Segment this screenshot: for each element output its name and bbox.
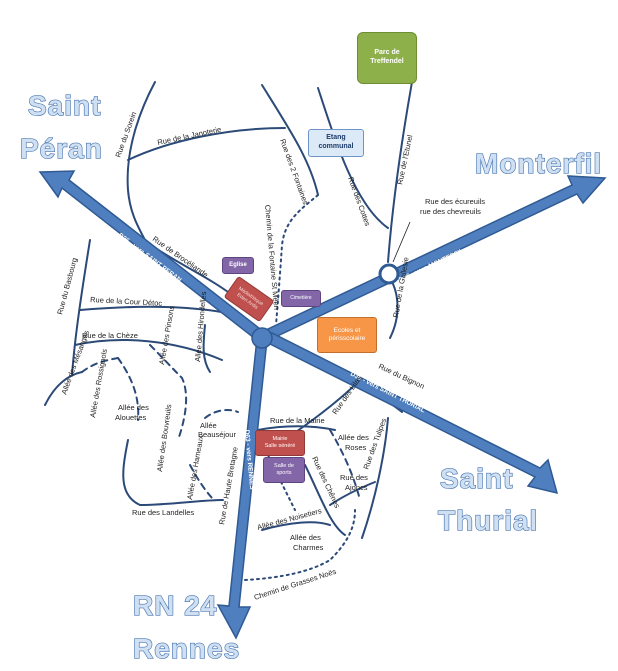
- city-saint-peran-line2: Péran: [20, 133, 103, 164]
- road-rue-cheze: [74, 339, 223, 361]
- etang-communal-label: Etang communal: [318, 134, 354, 150]
- street-allee-alouettes-line2: Alouettes: [115, 413, 147, 422]
- roundabout-center: [251, 327, 273, 349]
- street-rue-mairie: Rue de la Mairie: [270, 416, 325, 425]
- path-allee-hameaux: [189, 464, 213, 499]
- street-allee-rossignols: Allée des Rossignols: [88, 348, 109, 418]
- street-rue-2-fontaines: Rue des 2 Fontaines: [278, 138, 310, 206]
- street-rue-ajoncs-line1: Rue des: [340, 473, 368, 482]
- salle-sports-label: Salle de sports: [274, 463, 294, 476]
- road-allee-hirondelles: [202, 324, 211, 373]
- cimetiere-box: Cimetière: [281, 290, 321, 307]
- highways: [38, 170, 607, 640]
- street-allee-roses-line1: Allée des: [338, 433, 369, 442]
- roundabout-monterfil: [378, 263, 400, 285]
- street-allee-pinsons: Allée des Pinsons: [157, 305, 176, 366]
- path-allee-mesanges: [81, 357, 119, 373]
- salle-sports-box: Salle de sports: [263, 457, 305, 483]
- eglise-label: Eglise: [229, 261, 247, 268]
- street-rue-etunel: Rue de l'Etunel: [395, 134, 414, 186]
- city-rennes-line2: Rennes: [133, 633, 240, 664]
- city-saint-thurial-line2: Thurial: [438, 505, 538, 536]
- road-rue-ajoncs: [329, 481, 376, 506]
- ecoles-label: Ecoles et périsscolaire: [328, 326, 366, 342]
- street-allee-noisetiers: Allée des Noisetiers: [256, 506, 323, 532]
- street-allee-roses-line2: Roses: [345, 443, 367, 452]
- city-saint-thurial-line1: Saint: [440, 463, 513, 494]
- path-allee-pinsons: [149, 344, 188, 441]
- street-allee-charmes-line2: Charmes: [293, 543, 324, 552]
- street-ecureuils-line1: Rue des écureuils: [425, 197, 485, 206]
- path-allee-roses: [329, 429, 361, 501]
- path-east-link: [267, 454, 296, 511]
- ecoles-box: Ecoles et périsscolaire: [317, 317, 377, 353]
- path-allee-bouvreuils: [204, 409, 239, 419]
- street-rue-cottes: Rue des Cottes: [346, 176, 372, 228]
- road-rue-tulipes: [361, 417, 389, 539]
- road-rue-chenes: [304, 464, 346, 536]
- road-west-loop: [44, 371, 83, 406]
- road-allee-noisetiers: [261, 521, 331, 531]
- road-rue-etunel: [387, 81, 413, 263]
- city-monterfil: Monterfil: [475, 148, 602, 179]
- street-rue-basbourg: Rue du Basbourg: [55, 257, 79, 316]
- street-chemin-grasses-noes: Chemin de Grasses Noës: [253, 567, 338, 602]
- street-rue-cour-detoc: Rue de la Cour Détoc: [90, 295, 163, 308]
- street-rue-janoterie: Rue de la Janoterie: [157, 125, 222, 147]
- road-rue-cottes: [317, 87, 389, 229]
- ecureuils-pointer: [392, 221, 411, 263]
- road-rue-landelles: [122, 439, 224, 507]
- eglise-box: Eglise: [222, 257, 254, 274]
- path-allee-rossignols: [117, 357, 140, 421]
- street-rue-ajoncs-line2: Ajoncs: [345, 483, 368, 492]
- parc-treffendel-label: Parc de Treffendel: [370, 49, 404, 65]
- path-grasses-noes: [244, 509, 356, 581]
- city-saint-peran-line1: Saint: [28, 90, 101, 121]
- road-rue-janoterie: [127, 127, 286, 161]
- street-allee-beausejour-line1: Allée: [200, 421, 217, 430]
- street-allee-hameaux: Allée des Hameaux: [185, 434, 205, 500]
- street-rue-chenes: Rue des Chênes: [310, 455, 342, 510]
- etang-communal-box: Etang communal: [308, 129, 364, 157]
- street-allee-alouettes-line1: Allée des: [118, 403, 149, 412]
- street-allee-bouvreuils: Allée des Bouvreuils: [155, 403, 173, 472]
- street-rue-landelles: Rue des Landelles: [132, 508, 194, 517]
- city-rn24-line1: RN 24: [133, 590, 217, 621]
- mairie-label: Mairie Salle sénéré: [264, 436, 296, 449]
- cimetiere-label: Cimetière: [290, 295, 312, 302]
- street-labels: Rue du Sorein Rue de la Janoterie Rue de…: [55, 111, 485, 602]
- street-rue-haute-bretagne: Rue de Haute Bretagne: [217, 446, 240, 525]
- parc-treffendel-box: Parc de Treffendel: [357, 32, 417, 84]
- street-rue-cheze: Rue de la Chèze: [82, 331, 138, 340]
- path-fontaine-st-meen: [275, 194, 319, 326]
- street-allee-charmes-line1: Allée des: [290, 533, 321, 542]
- footpaths: [81, 344, 361, 501]
- mairie-box: Mairie Salle sénéré: [255, 430, 305, 456]
- road-rue-2-fontaines: [261, 84, 319, 196]
- road-rue-du-sorein: [126, 81, 156, 243]
- road-rue-mairie: [257, 425, 336, 431]
- street-ecureuils-line2: rue des chevreuils: [420, 207, 481, 216]
- street-allee-hirondelles: Allée des Hirondelles: [193, 291, 208, 362]
- street-allee-beausejour-line2: Beauséjour: [198, 430, 236, 439]
- dotted-paths: [244, 194, 356, 581]
- road-rue-basbourg: [71, 239, 91, 376]
